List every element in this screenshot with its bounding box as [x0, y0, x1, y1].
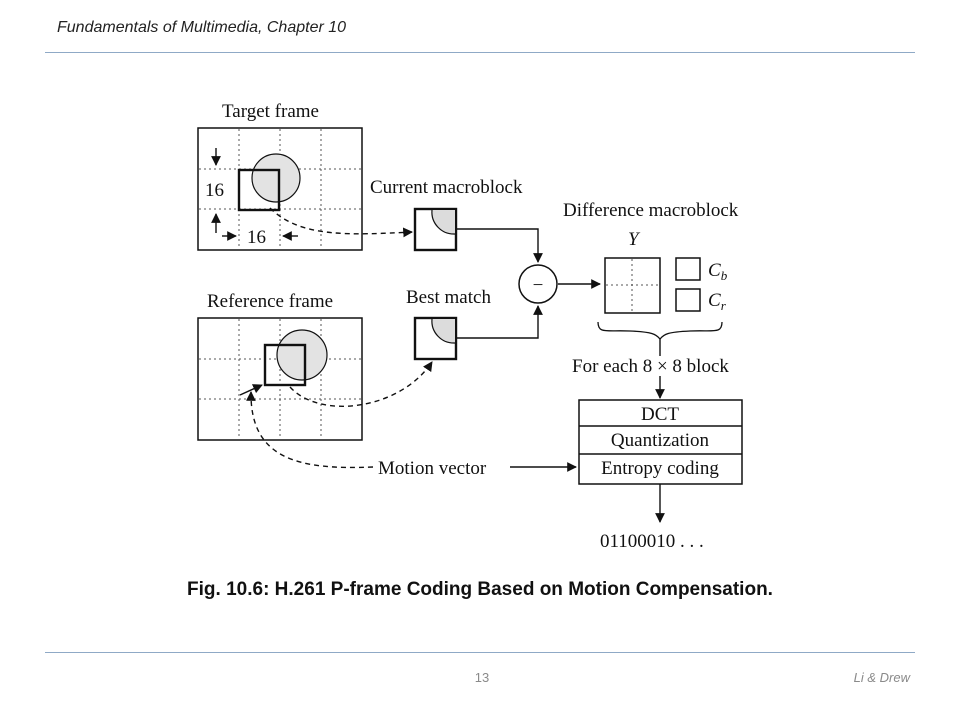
cb-block [675, 257, 701, 281]
subtractor-node [518, 264, 558, 304]
authors-credit: Li & Drew [853, 670, 910, 685]
for-each-block-label: For each 8 × 8 block [572, 356, 729, 377]
slide-header-title: Fundamentals of Multimedia, Chapter 10 [57, 19, 347, 36]
quantization-stage: Quantization [611, 430, 710, 451]
header-divider [45, 52, 915, 53]
cr-block [675, 288, 701, 312]
best-match-block [413, 316, 458, 361]
difference-macroblock-label: Difference macroblock [563, 200, 739, 221]
page-number: 13 [474, 670, 490, 685]
cr-label: Cr [708, 290, 727, 313]
current-macroblock-label: Current macroblock [370, 177, 523, 198]
y-component-label: Y [628, 229, 641, 250]
reference-frame-label: Reference frame [207, 291, 333, 312]
entropy-coding-stage: Entropy coding [601, 458, 719, 479]
signal-connectors [457, 228, 665, 523]
best-match-label: Best match [406, 287, 491, 308]
grouping-brace [597, 321, 723, 341]
reference-frame [197, 317, 363, 441]
cb-label: Cb [708, 260, 728, 283]
y-block [604, 257, 661, 314]
dct-stage: DCT [641, 404, 679, 425]
footer-divider [45, 652, 915, 653]
figure-caption: Fig. 10.6: H.261 P-frame Coding Based on… [187, 579, 773, 600]
target-frame [197, 127, 363, 251]
target-frame-label: Target frame [222, 101, 319, 122]
current-macroblock [413, 207, 458, 252]
motion-paths [239, 207, 433, 469]
size-label-vertical: 16 [205, 180, 224, 201]
size-label-horizontal: 16 [247, 227, 266, 248]
bitstream-output: 01100010 . . . [600, 531, 704, 552]
coding-pipeline [578, 399, 743, 485]
macroblock-size-arrows [211, 148, 298, 241]
motion-vector-label: Motion vector [378, 458, 487, 479]
minus-sign: − [533, 275, 544, 296]
